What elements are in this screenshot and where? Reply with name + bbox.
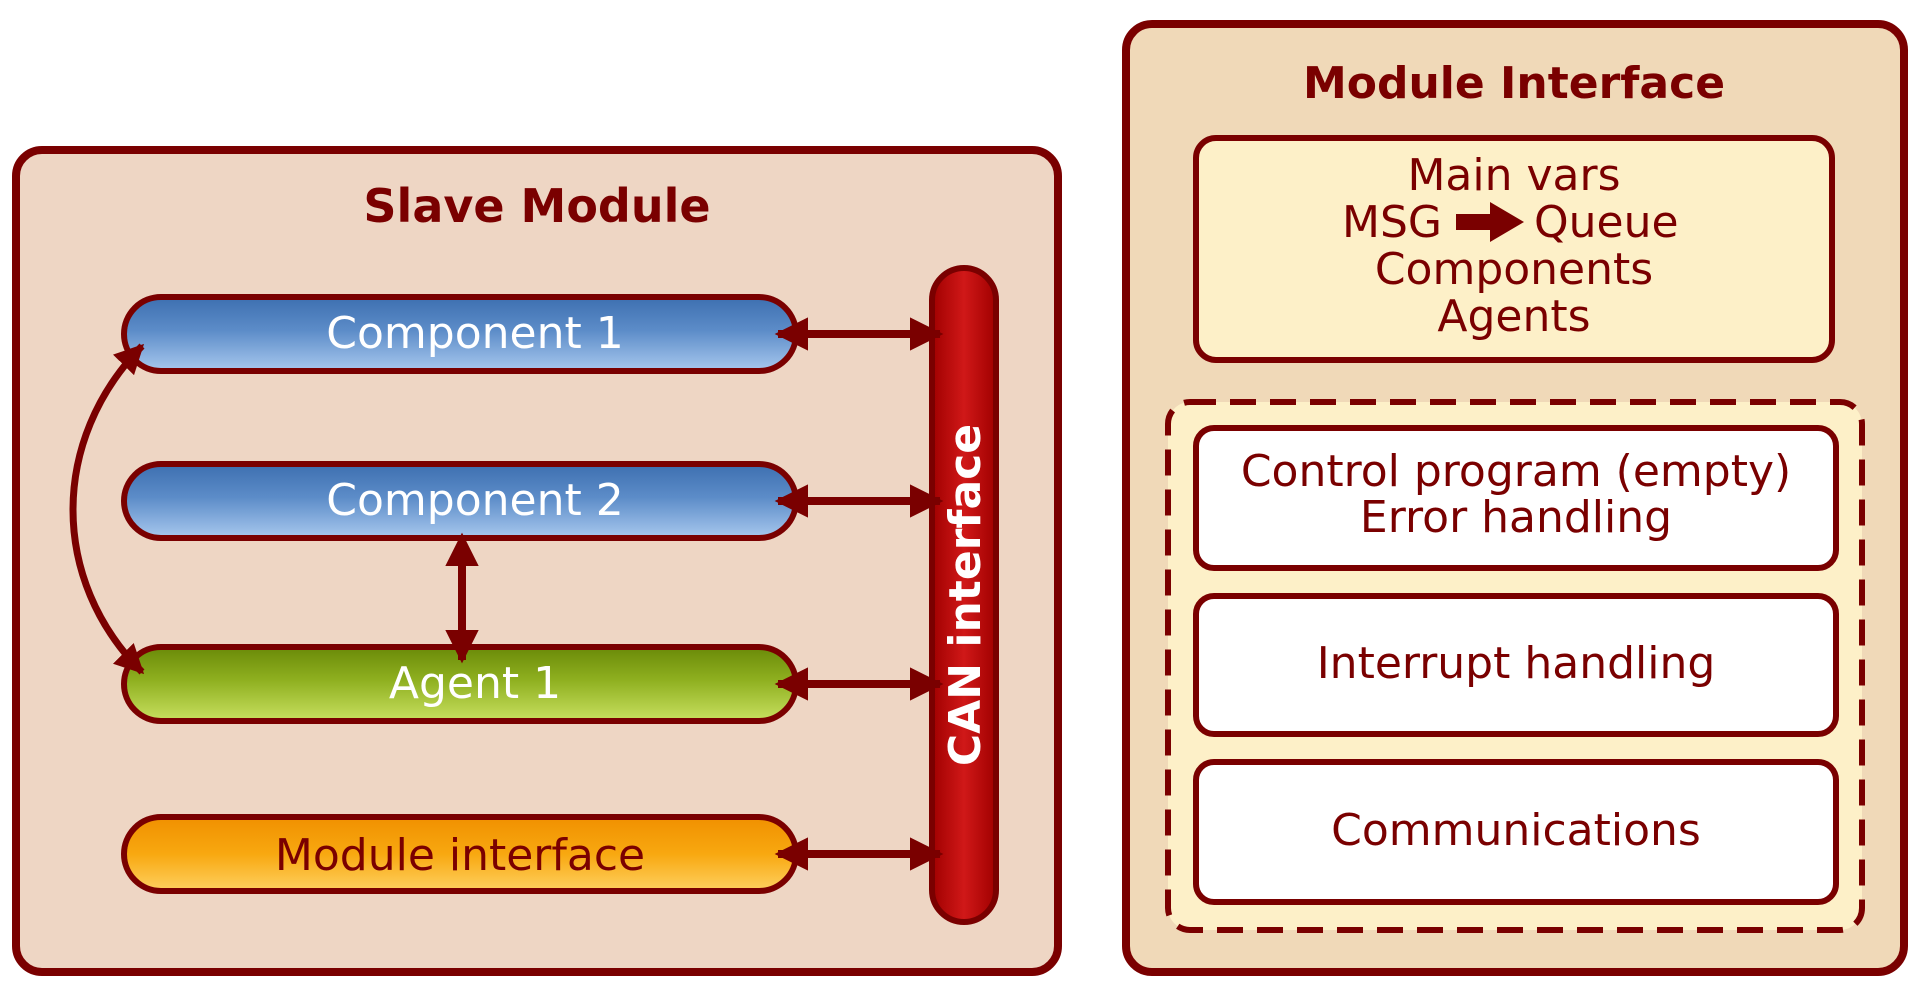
can-interface-label: CAN interface [940,424,991,766]
can-interface-bar [929,265,999,925]
interrupt-handling-box [1193,593,1839,737]
slave-module-title: Slave Module [363,179,710,233]
interrupt-handling-label: Interrupt handling [1317,638,1716,689]
queue-label: Queue [1534,197,1679,248]
control-program-box [1193,425,1839,571]
communications-label: Communications [1331,805,1701,856]
module-interface-label: Module interface [275,830,645,881]
msg-label: MSG [1342,197,1442,248]
component-1-label: Component 1 [326,308,623,359]
error-handling-label: Error handling [1360,492,1672,543]
agents-label: Agents [1437,291,1590,342]
control-program-label: Control program (empty) [1241,446,1791,497]
arrow-component-1-agent-1 [69,343,145,675]
component-2-label: Component 2 [326,475,623,526]
msg-queue-arrow-icon [1456,202,1524,242]
components-label: Components [1375,244,1653,295]
communications-box [1193,759,1839,905]
main-vars-label: Main vars [1407,150,1620,201]
module-interface-title: Module Interface [1303,58,1725,109]
agent-1-label: Agent 1 [389,658,561,709]
main-vars-box [1193,135,1835,363]
